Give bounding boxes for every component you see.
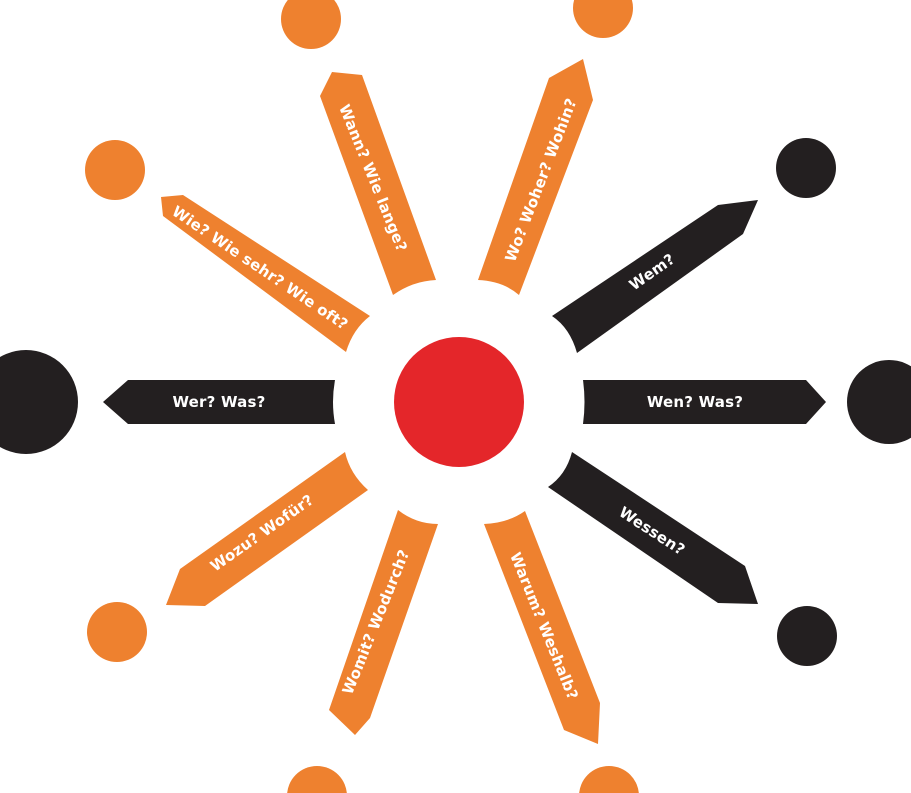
ray-label-wie-sehr: Wie? Wie sehr? Wie oft? [169, 202, 352, 333]
ray-arrow [103, 380, 335, 424]
ray-arrow [329, 510, 438, 735]
ray-arrow [161, 195, 370, 352]
ray-arrow [484, 511, 600, 744]
ray-arrow [548, 452, 758, 604]
ray-wie-sehr: Wie? Wie sehr? Wie oft? [161, 195, 370, 352]
ray-wem: Wem? [552, 200, 758, 353]
ray-wer-was: Wer? Was? [103, 380, 335, 424]
ray-arrow [320, 72, 436, 295]
dot-wo [573, 0, 633, 38]
ray-arrow [478, 59, 593, 295]
dot-wer-was [0, 350, 78, 454]
ray-womit: Womit? Wodurch? [329, 510, 438, 735]
ray-wessen: Wessen? [548, 452, 758, 604]
ray-warum: Warum? Weshalb? [484, 511, 600, 744]
ray-label-wen-was: Wen? Was? [647, 393, 743, 411]
ray-label-wer-was: Wer? Was? [172, 393, 265, 411]
dot-wann [281, 0, 341, 49]
center-hub [394, 337, 524, 467]
ray-wen-was: Wen? Was? [583, 380, 826, 424]
dot-wozu [87, 602, 147, 662]
dot-womit [287, 766, 347, 793]
ray-wozu: Wozu? Wofür? [166, 452, 368, 606]
dot-wem [776, 138, 836, 198]
dot-wessen [777, 606, 837, 666]
dot-warum [579, 766, 639, 793]
dot-wie-sehr [85, 140, 145, 200]
ray-wo: Wo? Woher? Wohin? [478, 59, 593, 295]
ray-arrow [583, 380, 826, 424]
dot-wen-was [847, 360, 911, 444]
ray-wann: Wann? Wie lange? [320, 72, 436, 295]
ray-arrow [552, 200, 758, 353]
ray-arrow [166, 452, 368, 606]
